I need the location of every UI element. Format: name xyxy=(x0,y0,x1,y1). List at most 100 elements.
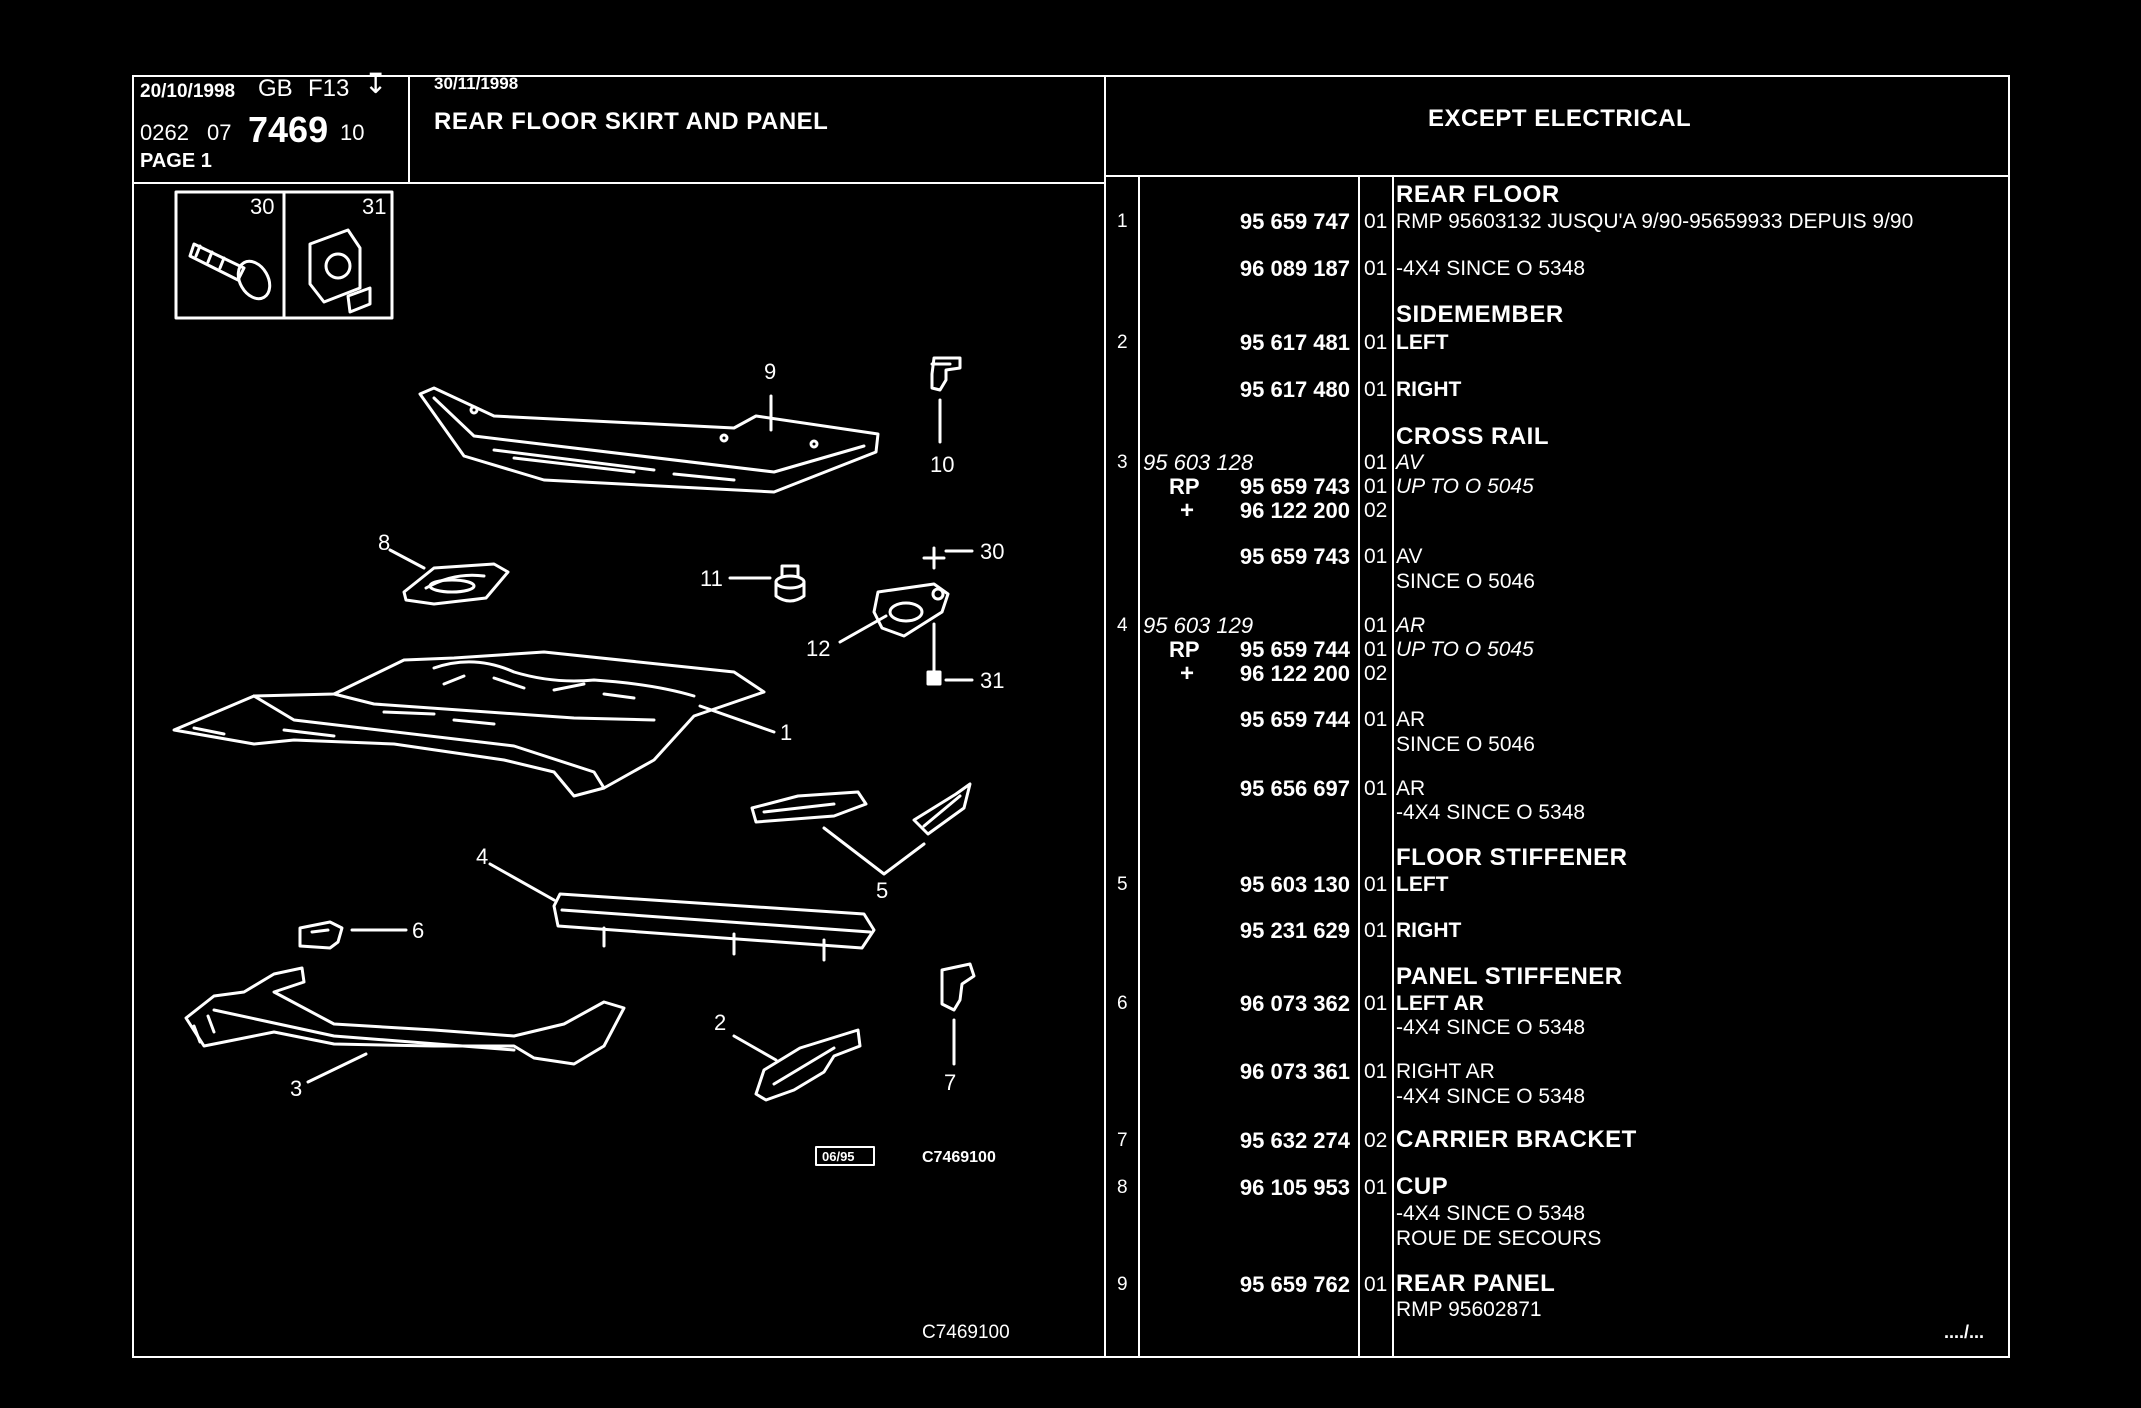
part-description: RMP 95603132 JUSQU'A 9/90-95659933 DEPUI… xyxy=(1396,210,1914,233)
quantity: 01 xyxy=(1364,210,1388,233)
callout-12: 12 xyxy=(806,636,830,661)
divider-col-number xyxy=(1138,175,1140,1358)
quantity: 01 xyxy=(1364,638,1388,661)
divider-header-left xyxy=(132,182,1106,184)
replacement-prefix: RP xyxy=(1169,637,1200,662)
item-number: 5 xyxy=(1117,874,1128,895)
part-12-tie-down xyxy=(872,582,950,638)
clip-nut-icon xyxy=(308,228,372,314)
item-number: 7 xyxy=(1117,1130,1128,1151)
part-description: RIGHT xyxy=(1396,378,1462,401)
callout-8: 8 xyxy=(378,530,390,555)
down-arrow-icon: ↧ xyxy=(364,68,388,99)
part-number: 95 659 744 xyxy=(1239,637,1350,662)
header-code-c: 10 xyxy=(340,120,365,145)
part-description-note: ROUE DE SECOURS xyxy=(1396,1227,1602,1250)
part-number: 95 632 274 xyxy=(1239,1128,1350,1153)
part-number: 96 105 953 xyxy=(1239,1175,1350,1200)
part-number: 95 617 480 xyxy=(1239,377,1350,402)
part-number: 96 073 362 xyxy=(1239,991,1350,1016)
part-description: LEFT xyxy=(1396,873,1449,896)
part-number: 95 231 629 xyxy=(1239,918,1350,943)
leader-4 xyxy=(488,862,556,902)
item-number: 9 xyxy=(1117,1274,1128,1295)
header-date2: 30/11/1998 xyxy=(434,74,519,93)
leader-5 xyxy=(822,826,926,876)
part-2-sidemember xyxy=(754,1028,862,1102)
leader-2 xyxy=(732,1034,778,1062)
part-description: AV xyxy=(1396,451,1423,474)
plus-prefix: + xyxy=(1180,660,1195,687)
part-number: 96 122 200 xyxy=(1239,498,1350,523)
callout-4: 4 xyxy=(476,844,488,869)
quantity: 01 xyxy=(1364,777,1388,800)
part-description: -4X4 SINCE O 5348 xyxy=(1396,257,1586,280)
quantity: 01 xyxy=(1364,614,1388,637)
part-8-cup xyxy=(402,562,510,606)
part-description: AR xyxy=(1396,777,1426,800)
quantity: 01 xyxy=(1364,1273,1388,1296)
item-number: 3 xyxy=(1117,452,1128,473)
part-description: AV xyxy=(1396,545,1423,568)
part-description-note: -4X4 SINCE O 5348 xyxy=(1396,1016,1586,1039)
group-title: SIDEMEMBER xyxy=(1396,301,1564,328)
diagram-ref-bottom: C7469100 xyxy=(922,1322,1010,1343)
header-code-main: 7469 xyxy=(248,109,329,150)
part-11-grommet xyxy=(774,564,806,603)
part-number: 95 617 481 xyxy=(1239,330,1350,355)
part-number: 95 659 744 xyxy=(1239,707,1350,732)
quantity: 01 xyxy=(1364,378,1388,401)
item-number: 2 xyxy=(1117,332,1128,353)
header-date1: 20/10/1998 xyxy=(140,81,236,102)
callout-6: 6 xyxy=(412,918,424,943)
part-7-carrier-bracket xyxy=(940,962,976,1012)
divider-header-right xyxy=(1104,175,2010,177)
part-9-rear-panel xyxy=(418,386,880,494)
quantity: 01 xyxy=(1364,545,1388,568)
quantity: 02 xyxy=(1364,1129,1388,1152)
header-code-b: 07 xyxy=(207,120,232,145)
part-number: 96 122 200 xyxy=(1239,661,1350,686)
part-description-note: -4X4 SINCE O 5348 xyxy=(1396,1202,1586,1225)
group-title: PANEL STIFFENER xyxy=(1396,963,1623,990)
part-6-panel-stiffener xyxy=(298,920,344,950)
leader-12 xyxy=(838,614,888,644)
group-title: REAR FLOOR xyxy=(1396,181,1560,208)
part-description-note: SINCE O 5046 xyxy=(1396,733,1535,756)
callout-10: 10 xyxy=(930,452,954,477)
part-number: 95 659 762 xyxy=(1239,1272,1350,1297)
callout-3: 3 xyxy=(290,1076,302,1101)
item-number: 8 xyxy=(1117,1177,1128,1198)
callout-5: 5 xyxy=(876,878,888,903)
part-10-bracket xyxy=(930,356,962,392)
screw-icon xyxy=(188,242,272,301)
part-description: CARRIER BRACKET xyxy=(1396,1126,1637,1153)
callout-31: 31 xyxy=(980,668,1004,693)
part-description: AR xyxy=(1396,614,1426,637)
part-description-note: -4X4 SINCE O 5348 xyxy=(1396,1085,1586,1108)
part-number: 95 603 130 xyxy=(1239,872,1350,897)
header-code-a: 0262 xyxy=(140,120,189,145)
group-title: CROSS RAIL xyxy=(1396,423,1550,450)
item-number: 1 xyxy=(1117,211,1128,232)
diagram-ref-top: C7469100 xyxy=(922,1149,996,1166)
date-stamp-box xyxy=(815,1146,875,1166)
item-number: 4 xyxy=(1117,615,1128,636)
callout-30-box: 30 xyxy=(250,194,274,219)
section-title-except-electrical: EXCEPT ELECTRICAL xyxy=(1428,105,1692,132)
part-5-floor-stiffener-right xyxy=(912,782,972,836)
page-frame xyxy=(132,75,2010,1358)
replacement-prefix: RP xyxy=(1169,474,1200,499)
divider-col-part xyxy=(1358,175,1360,1358)
quantity: 01 xyxy=(1364,1060,1388,1083)
part-number: 95 659 743 xyxy=(1239,474,1350,499)
part-description: LEFT xyxy=(1396,331,1449,354)
part-number: 95 603 129 xyxy=(1143,613,1254,638)
part-description: LEFT AR xyxy=(1396,992,1484,1015)
callout-30: 30 xyxy=(980,539,1004,564)
part-description: CUP xyxy=(1396,1173,1449,1200)
quantity: 01 xyxy=(1364,873,1388,896)
header-lang: GB xyxy=(258,75,293,102)
quantity: 01 xyxy=(1364,451,1388,474)
part-3-crossmember xyxy=(184,966,626,1066)
